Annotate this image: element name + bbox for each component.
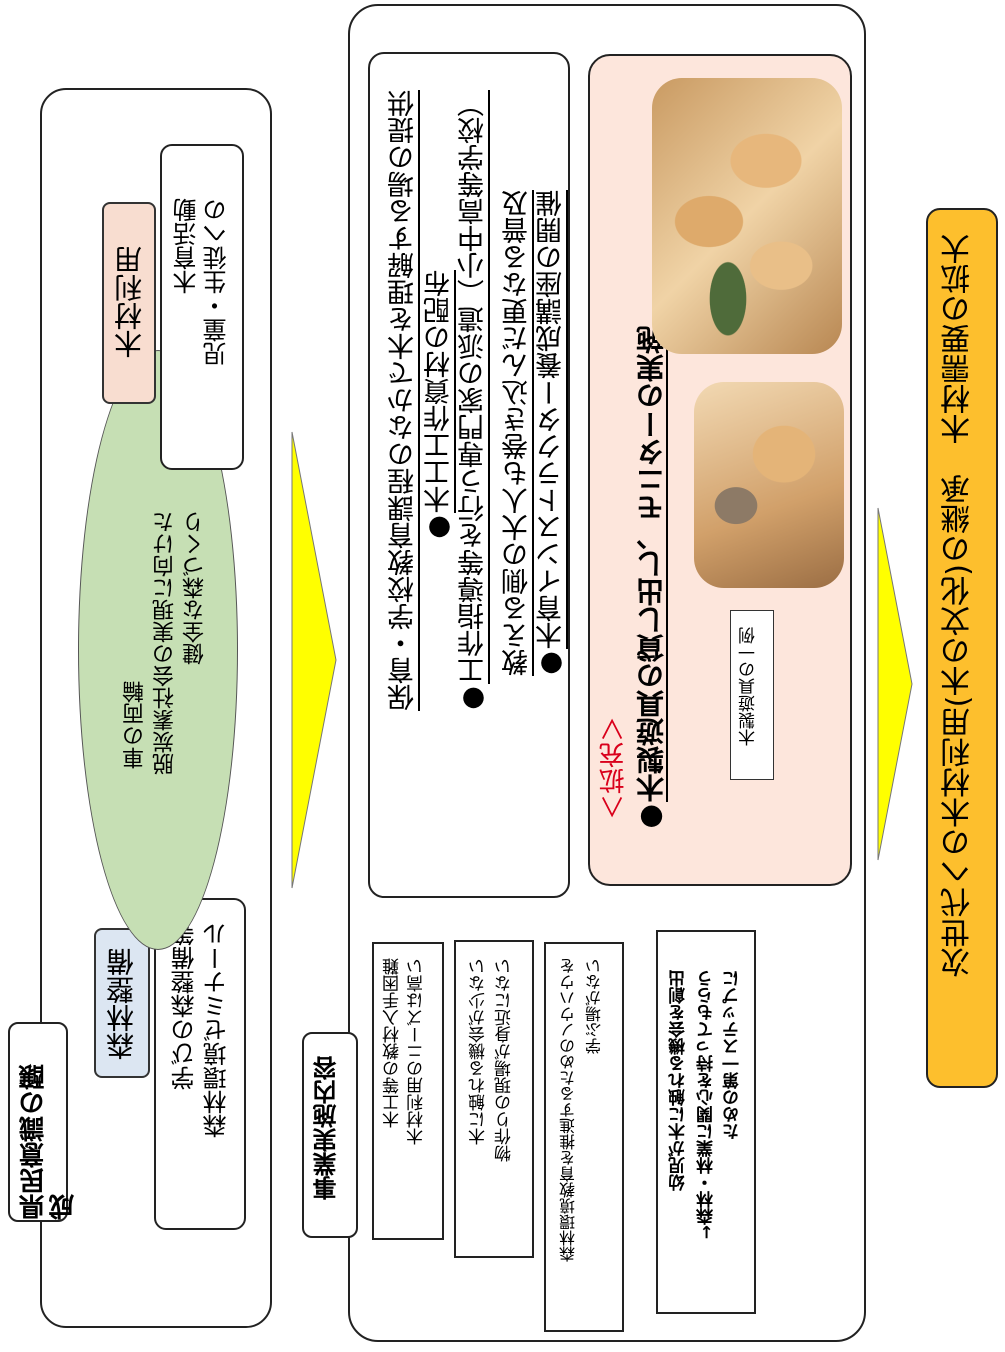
section2-tab-label: 事業実施内容: [313, 1056, 341, 1200]
main-item-4: ●木育インストラクター養成講座の開催: [536, 190, 567, 680]
center-line3: 車の両輪: [123, 681, 148, 769]
result-box: 次世代への木材利用(木の文化)の継承 木材需要の拡大: [926, 208, 998, 1088]
callout1-line1: 木工等の教材入手困難: [383, 958, 403, 1128]
section1-tab: 県民意識の醸成: [8, 1022, 79, 1222]
main-item-3: 教える側の大人も巻き込んだ更なる普及: [502, 190, 533, 676]
main-item-0: 保育・学校教育課程のなかで木を理解する場の提供: [388, 90, 419, 711]
callout1-line2: 木材利用のニーズは高い: [407, 958, 427, 1145]
arrow-right-1: [291, 431, 337, 889]
expansion-bracket: ＜拡充＞: [599, 716, 629, 821]
callout4-line3: ための第一ステップに: [723, 970, 743, 1140]
wooden-toy-photo-1: [652, 78, 842, 354]
photo-caption: 木製遊具の一例: [739, 627, 759, 746]
callout-box-3: 森林環境教育を推進するためのノウハウを 学ぶ場がない: [544, 942, 624, 1332]
forest-desc-line1: 森林環境ゼミナール: [203, 922, 231, 1138]
expansion-item: ●木製遊具の貸し出し、モニターの実施: [635, 326, 668, 835]
forest-label: 森林整備: [94, 928, 150, 1078]
wood-desc-line1: 児童・生徒への: [203, 198, 231, 366]
callout-box-2: 木に触れる機会が少ない 物作りの現場が身近にない: [454, 940, 534, 1258]
center-line1: 健全な森づくり: [183, 511, 208, 665]
wood-label: 木材利用: [102, 202, 156, 404]
forest-label-text: 森林整備: [105, 948, 138, 1060]
callout3-line2: 学ぶ場がない: [585, 958, 604, 1054]
section1-tab-label: 県民意識の醸成: [19, 1064, 79, 1220]
callout3-line1: 森林環境教育を推進するためのノウハウを: [559, 958, 578, 1262]
wood-desc-box: 児童・生徒への 木育活動: [160, 144, 244, 470]
main-item-1: ●木工工作資材の配布: [424, 270, 455, 544]
wood-desc-line2: 木育活動: [173, 198, 201, 294]
callout4-line1: 幼児が木に触れる機会を創出: [669, 970, 689, 1191]
result-text: 次世代への木材利用(木の文化)の継承 木材需要の拡大: [941, 234, 976, 978]
section2-tab: 事業実施内容: [302, 1032, 358, 1238]
callout4-line2: →森林・林業に関心を持ってもらう: [697, 970, 717, 1240]
callout2-line1: 木に触れる機会が少ない: [469, 958, 489, 1145]
forest-desc-box: 森林環境ゼミナール 学びの森整備等: [154, 898, 246, 1230]
forest-desc-line2: 学びの森整備等: [171, 922, 199, 1090]
arrow-right-2: [877, 507, 913, 861]
center-line2: 脱炭素社会の実現に向けた: [153, 511, 178, 775]
callout2-line2: 物作りの現場が身近にない: [495, 958, 515, 1162]
callout-box-4: 幼児が木に触れる機会を創出 →森林・林業に関心を持ってもらう ための第一ステップ…: [656, 930, 756, 1314]
wood-label-text: 木材利用: [113, 246, 146, 358]
wooden-toy-photo-2: [694, 382, 844, 588]
main-item-2: ●工作指導等を行う専門家の派遣（小中高等学校）: [458, 90, 489, 715]
main-items-box: 保育・学校教育課程のなかで木を理解する場の提供 ●木工工作資材の配布 ●工作指導…: [368, 52, 570, 898]
callout-box-1: 木工等の教材入手困難 木材利用のニーズは高い: [372, 942, 444, 1240]
photo-caption-box: 木製遊具の一例: [730, 610, 774, 780]
expansion-box: ＜拡充＞ ●木製遊具の貸し出し、モニターの実施 木製遊具の一例: [588, 54, 852, 886]
